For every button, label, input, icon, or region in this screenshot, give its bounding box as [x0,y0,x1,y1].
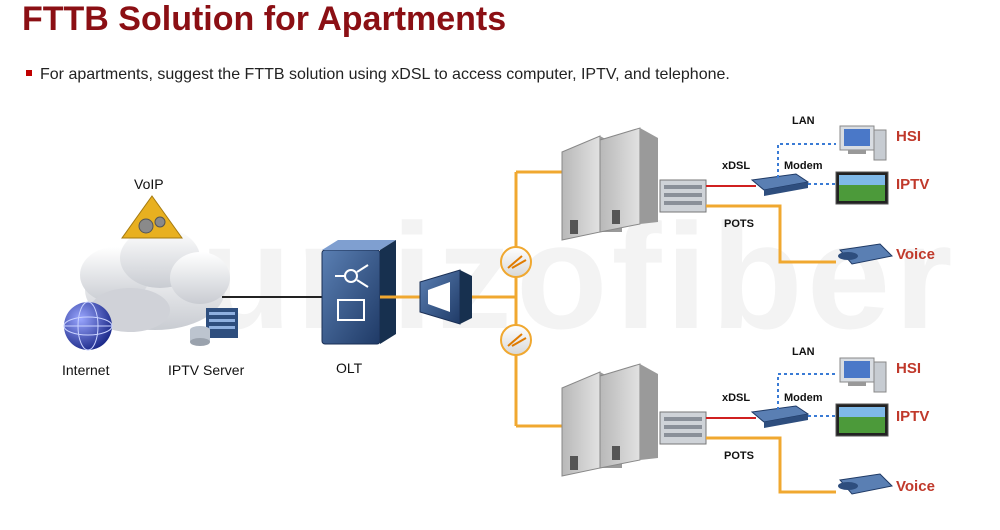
dslam-top [659,179,707,213]
telephone-icon-bottom [838,473,894,495]
modem-label-top: Modem [784,160,823,172]
optical-splitter-bottom [500,324,532,356]
olt-device [321,240,396,345]
page-title: FTTB Solution for Apartments [22,0,507,38]
modem-bottom [750,405,810,428]
telephone-icon-top [838,243,894,265]
voice-label-top: Voice [896,246,935,263]
voip-label: VoIP [134,176,164,192]
computer-icon-bottom [839,357,887,393]
optical-splitter-top [500,246,532,278]
tv-icon-bottom [835,403,889,437]
pots-label-bottom: POTS [724,450,754,462]
internet-cloud [80,228,230,332]
iptv-server-icon [190,308,238,346]
bullet-text: For apartments, suggest the FTTB solutio… [26,66,730,84]
apartment-building-top [561,127,658,241]
hsi-label-top: HSI [896,128,922,145]
splitter-device [419,269,472,325]
dslam-bottom [659,411,707,445]
iptv-label-top: IPTV [896,176,930,193]
tv-icon-top [835,171,889,205]
olt-label: OLT [336,360,363,376]
modem-top [750,173,810,196]
iptv-label-bottom: IPTV [896,408,930,425]
apartment-building-bottom [561,363,658,477]
pots-label-top: POTS [724,218,754,230]
internet-label: Internet [62,362,110,378]
xdsl-label-bottom: xDSL [722,392,751,404]
lan-label-bottom: LAN [792,346,815,358]
bullet-label: For apartments, suggest the FTTB solutio… [40,66,730,83]
hsi-label-bottom: HSI [896,360,922,377]
voice-label-bottom: Voice [896,478,935,495]
xdsl-label-top: xDSL [722,160,751,172]
lan-label-top: LAN [792,115,815,127]
voip-icon [121,195,183,239]
globe-icon [63,301,113,351]
bullet-marker [26,70,32,76]
computer-icon-top [839,125,887,161]
iptv-server-label: IPTV Server [168,362,245,378]
modem-label-bottom: Modem [784,392,823,404]
